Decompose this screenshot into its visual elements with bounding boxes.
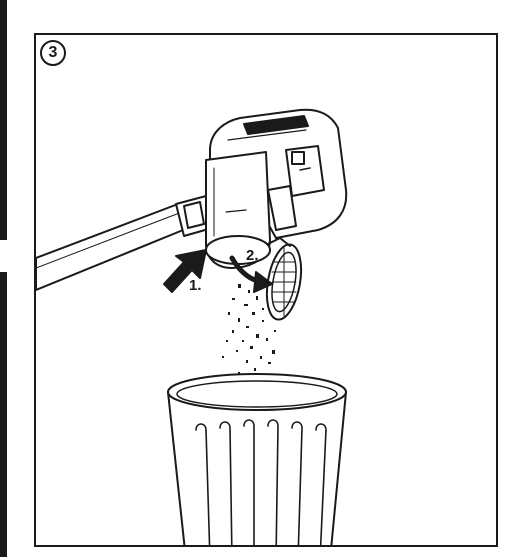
trash-can [168,374,346,557]
callout-label-2: 2. [246,247,259,264]
step-number-badge: 3 [40,40,66,66]
vacuum-wand [36,204,188,290]
dust-container [206,152,270,268]
callout-label-1: 1. [189,277,202,294]
